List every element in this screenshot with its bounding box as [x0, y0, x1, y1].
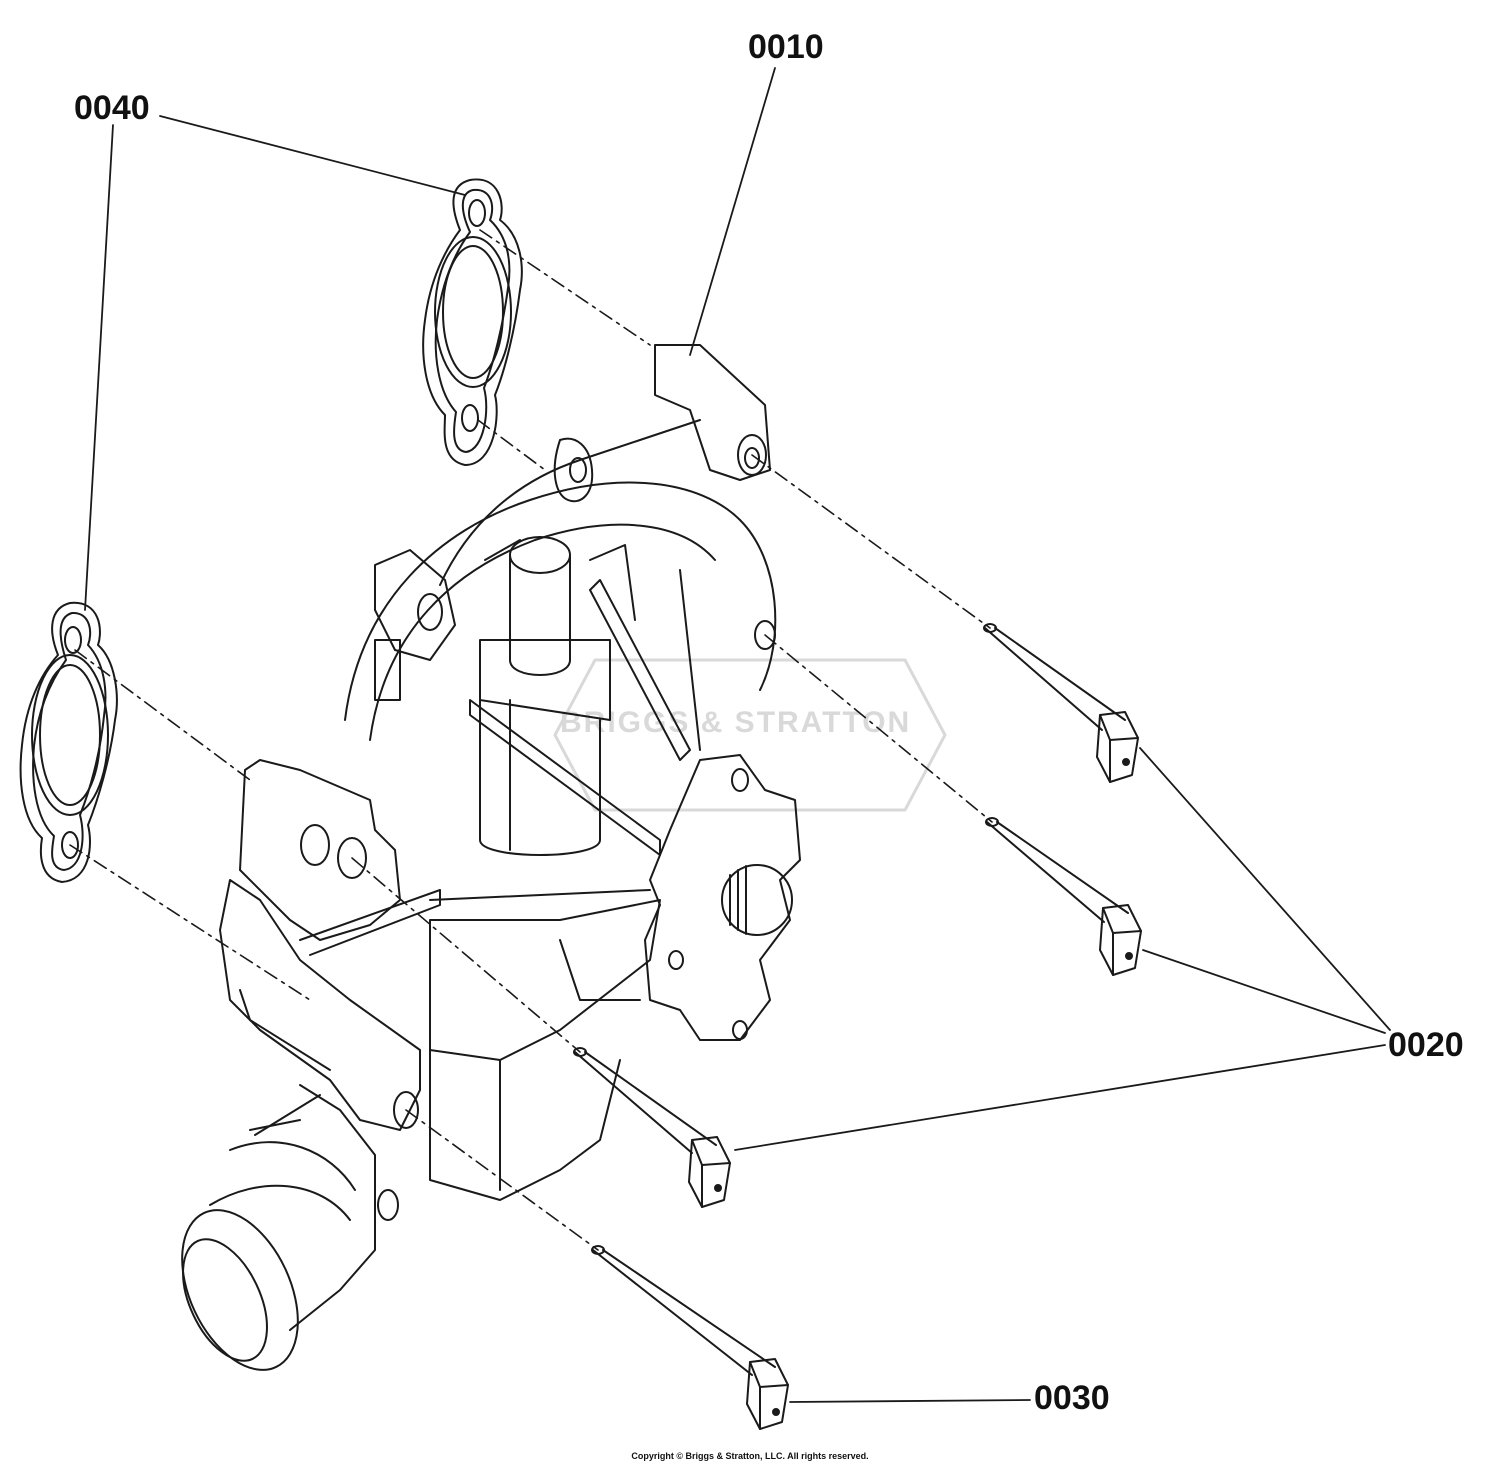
callout-0020: 0020	[1388, 1026, 1464, 1064]
callout-0010: 0010	[748, 28, 824, 66]
copyright-notice: Copyright © Briggs & Stratton, LLC. All …	[631, 1451, 869, 1461]
pump-housing	[181, 344, 801, 1371]
watermark-outline	[553, 658, 947, 812]
bolt-0030	[591, 1245, 789, 1430]
gasket-upper	[422, 178, 523, 466]
bolt-lower-0020	[573, 1047, 731, 1208]
callout-0040: 0040	[74, 89, 150, 127]
brand-watermark: BRIGGS & STRATTON	[560, 706, 912, 739]
callout-0030: 0030	[1034, 1379, 1110, 1417]
gasket-lower	[19, 601, 118, 883]
callout-leaders	[84, 67, 1391, 1403]
bolt-upper	[983, 623, 1139, 783]
bolt-middle	[985, 817, 1142, 976]
assembly-centerlines	[69, 229, 993, 1251]
